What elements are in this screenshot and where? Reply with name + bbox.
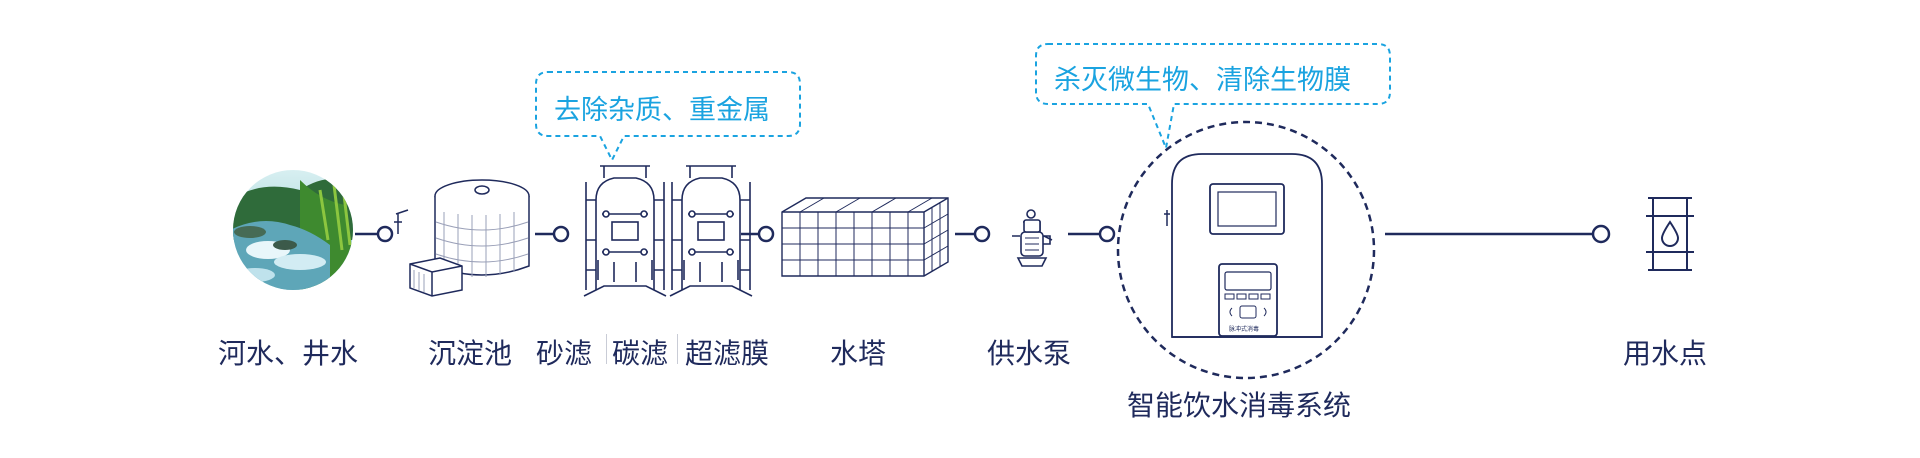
callout-disinfection-text: 杀灭微生物、清除生物膜 — [1054, 65, 1351, 96]
device-badge: 脉冲式消毒 — [1229, 326, 1260, 333]
connector-disinfection-use — [1385, 224, 1611, 244]
step-label-tower: 水塔 — [830, 337, 887, 370]
step-label-sand: 砂滤 — [536, 337, 593, 370]
step-label-source: 河水、井水 — [218, 337, 359, 370]
carbon-filter-icon — [669, 165, 753, 297]
label-separator — [677, 334, 678, 364]
sand-filter-icon — [583, 165, 667, 297]
step-label-disinfection: 智能饮水消毒系统 — [1127, 389, 1352, 422]
step-label-carbon: 碳滤 — [612, 337, 669, 370]
callout-disinfection-bubble — [1035, 43, 1391, 152]
step-label-pump: 供水泵 — [987, 337, 1072, 370]
connector-source-sedimentation — [355, 225, 394, 243]
stream-photo-icon — [233, 170, 353, 290]
connector-sedimentation-sand — [535, 225, 570, 243]
water-point-icon — [1646, 197, 1694, 271]
step-label-sedimentation: 沉淀池 — [428, 337, 513, 370]
connector-uf-tower — [741, 225, 775, 243]
sedimentation-tank-icon — [394, 179, 530, 297]
disinfection-system-icon — [1116, 120, 1376, 380]
callout-filtration-text: 去除杂质、重金属 — [554, 95, 770, 126]
step-label-uf: 超滤膜 — [685, 337, 770, 370]
connector-tower-pump — [955, 225, 991, 243]
callout-filtration-bubble — [535, 71, 801, 163]
label-separator — [606, 334, 607, 364]
disinfection-cabinet-icon — [1164, 153, 1323, 338]
connector-pump-disinfection — [1068, 225, 1116, 243]
water-tower-icon — [781, 197, 949, 277]
pump-icon — [1012, 209, 1053, 267]
step-label-use: 用水点 — [1623, 337, 1708, 370]
